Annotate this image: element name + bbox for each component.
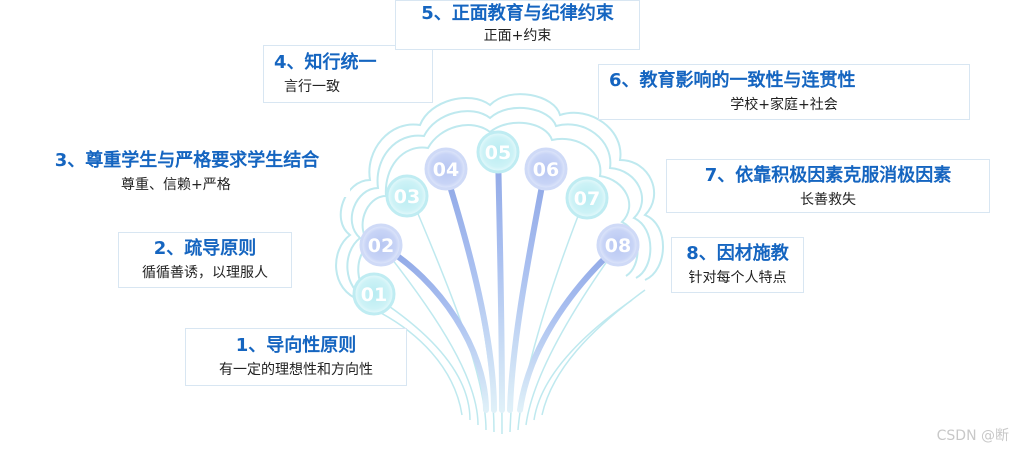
principle-number-8: 08: [605, 235, 631, 257]
principle-circle-4: [424, 147, 468, 191]
principle-circle-2: [359, 223, 403, 267]
principle-label-1: 1、导向性原则 有一定的理想性和方向性: [185, 328, 407, 386]
principle-title-7: 7、依靠积极因素克服消极因素: [704, 165, 952, 186]
watermark: CSDN @断: [936, 428, 1009, 444]
principle-desc-2: 循循善诱，以理服人: [142, 265, 268, 281]
principle-title-8: 8、因材施教: [686, 243, 789, 264]
principle-number-3: 03: [394, 186, 420, 208]
principle-number-1: 01: [361, 284, 387, 306]
principle-number-2: 02: [368, 235, 394, 257]
principle-desc-4: 言行一致: [284, 79, 340, 95]
principle-desc-8: 针对每个人特点: [688, 270, 787, 286]
principle-title-1: 1、导向性原则: [235, 335, 357, 356]
principle-label-8: 8、因材施教 针对每个人特点: [671, 237, 804, 293]
principle-title-2: 2、疏导原则: [153, 238, 257, 259]
principle-label-5: 5、正面教育与纪律约束 正面+约束: [395, 0, 640, 50]
principle-desc-3: 尊重、信赖+严格: [121, 177, 231, 193]
principle-circle-8: [596, 223, 640, 267]
principle-label-3: 3、尊重学生与严格要求学生结合 尊重、信赖+严格: [24, 145, 350, 197]
principle-number-7: 07: [574, 188, 600, 210]
principle-title-5: 5、正面教育与纪律约束: [421, 3, 614, 24]
principle-label-2: 2、疏导原则 循循善诱，以理服人: [118, 232, 292, 288]
principle-circle-1: [352, 272, 396, 316]
principle-label-4: 4、知行统一 言行一致: [263, 45, 433, 103]
principle-circles: 01 02 03 04 05 06 07 08: [352, 130, 640, 316]
principle-circle-5: [476, 130, 520, 174]
principle-desc-7: 长善救失: [800, 192, 856, 208]
tree-crown: [335, 93, 664, 301]
principle-number-4: 04: [433, 159, 459, 181]
principle-circle-6: [524, 147, 568, 191]
principle-title-6: 6、教育影响的一致性与连贯性: [609, 70, 856, 91]
principle-desc-6: 学校+家庭+社会: [730, 97, 838, 113]
principle-desc-5: 正面+约束: [483, 28, 552, 44]
principle-label-6: 6、教育影响的一致性与连贯性 学校+家庭+社会: [598, 64, 970, 120]
principle-circle-7: [565, 176, 609, 220]
principle-number-5: 05: [485, 142, 511, 164]
principle-label-7: 7、依靠积极因素克服消极因素 长善救失: [666, 159, 990, 213]
principle-title-3: 3、尊重学生与严格要求学生结合: [54, 150, 320, 171]
principle-number-6: 06: [533, 159, 559, 181]
principle-circle-3: [385, 174, 429, 218]
principle-title-4: 4、知行统一: [274, 52, 377, 73]
principle-desc-1: 有一定的理想性和方向性: [219, 362, 373, 378]
